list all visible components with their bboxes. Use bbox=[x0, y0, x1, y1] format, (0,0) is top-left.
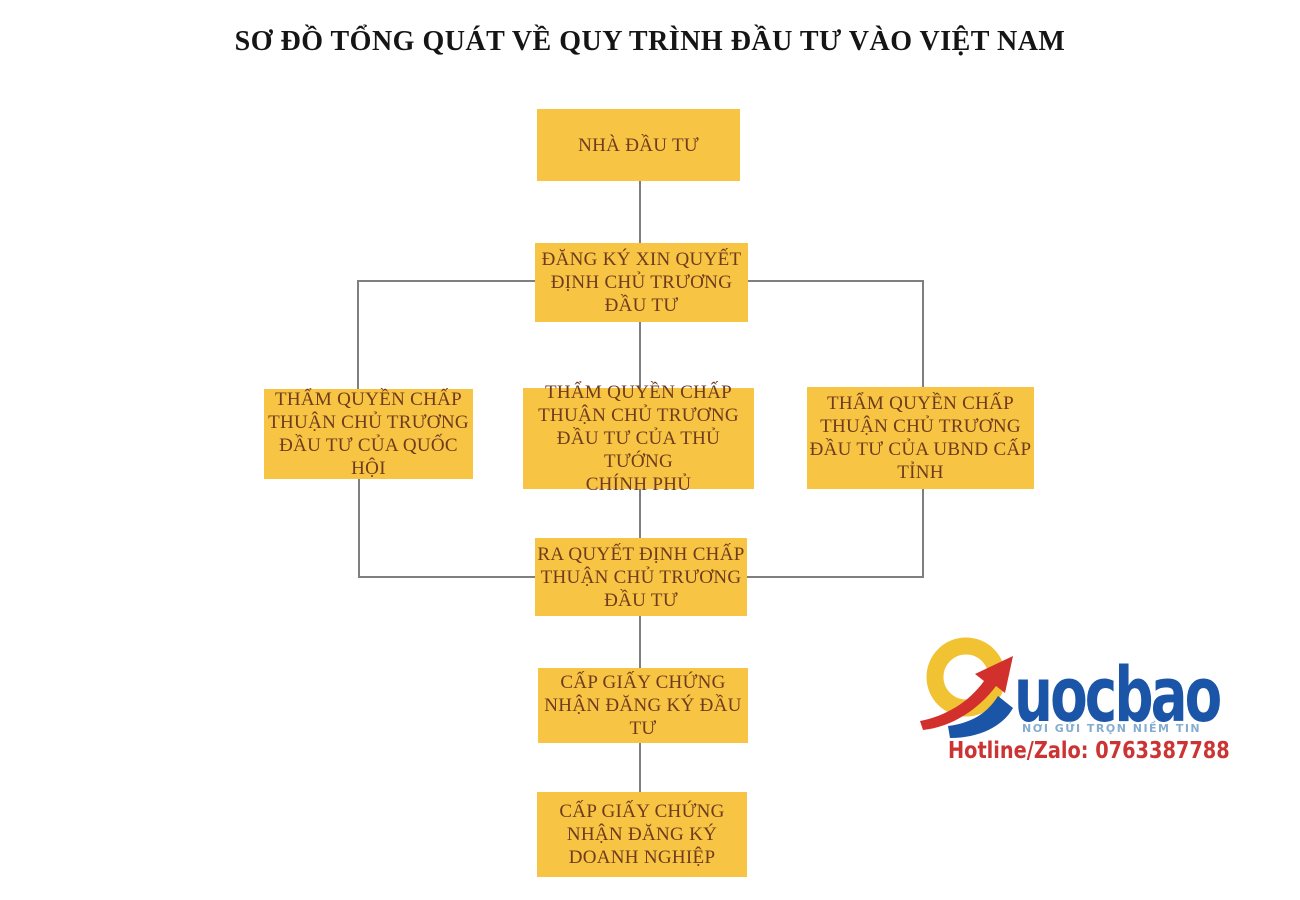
connector-segment bbox=[747, 576, 924, 578]
node-line: THUẬN CHỦ TRƯƠNG bbox=[820, 416, 1021, 437]
diagram-title: SƠ ĐỒ TỔNG QUÁT VỀ QUY TRÌNH ĐẦU TƯ VÀO … bbox=[234, 26, 1066, 57]
node-line: RA QUYẾT ĐỊNH CHẤP bbox=[537, 543, 745, 565]
flow-node-tham-quyen-quoc-hoi: THẨM QUYỀN CHẤP THUẬN CHỦ TRƯƠNG ĐẦU TƯ … bbox=[264, 389, 473, 479]
flow-node-cap-gcn-dang-ky-dau-tu: CẤP GIẤY CHỨNG NHẬN ĐĂNG KÝ ĐẦU TƯ bbox=[538, 668, 748, 743]
connector-segment bbox=[639, 743, 641, 792]
node-line: THUẬN CHỦ TRƯƠNG bbox=[540, 566, 742, 588]
flow-node-tham-quyen-thu-tuong: THẨM QUYỀN CHẤP THUẬN CHỦ TRƯƠNG ĐẦU TƯ … bbox=[523, 382, 754, 495]
q-arrow-logo-icon bbox=[920, 637, 1013, 738]
connector-segment bbox=[357, 280, 535, 282]
node-line: CHÍNH PHỦ bbox=[585, 474, 692, 495]
node-line: TƯ bbox=[629, 718, 657, 739]
node-line: NHẬN ĐĂNG KÝ bbox=[566, 824, 718, 845]
flow-node-dang-ky-xin-quyet-dinh: ĐĂNG KÝ XIN QUYẾT ĐỊNH CHỦ TRƯƠNG ĐẦU TƯ bbox=[535, 243, 748, 322]
connector-segment bbox=[357, 280, 359, 389]
connector-segment bbox=[639, 616, 641, 668]
node-line: TỈNH bbox=[897, 462, 944, 483]
connector-segment bbox=[922, 489, 924, 578]
node-line: NHÀ ĐẦU TƯ bbox=[578, 134, 699, 156]
connector-segment bbox=[639, 322, 641, 388]
node-line: ĐẦU TƯ bbox=[604, 589, 678, 611]
node-line: ĐẦU TƯ bbox=[604, 295, 679, 316]
node-line: ĐỊNH CHỦ TRƯƠNG bbox=[550, 272, 733, 293]
node-line: CẤP GIẤY CHỨNG bbox=[559, 801, 725, 822]
connector-segment bbox=[639, 181, 641, 243]
node-line: CẤP GIẤY CHỨNG bbox=[560, 672, 726, 693]
quocbao-logo: uocbao NƠI GỬI TRỌN NIỀM TIN Hotline/Zal… bbox=[918, 636, 1230, 776]
node-line: ĐẦU TƯ CỦA QUỐC HỘI bbox=[279, 435, 458, 479]
node-line: THẨM QUYỀN CHẤP bbox=[274, 389, 463, 410]
logo-wordmark: uocbao bbox=[1014, 650, 1222, 739]
node-line: THẨM QUYỀN CHẤP bbox=[826, 393, 1015, 414]
connector-segment bbox=[358, 479, 360, 578]
node-line: THUẬN CHỦ TRƯƠNG bbox=[268, 412, 469, 433]
node-line: THUẬN CHỦ TRƯƠNG bbox=[538, 405, 739, 426]
logo-tagline: NƠI GỬI TRỌN NIỀM TIN bbox=[1022, 722, 1202, 735]
node-line: NHẬN ĐĂNG KÝ ĐẦU bbox=[544, 695, 742, 716]
node-line: ĐẦU TƯ CỦA THỦ TƯỚNG bbox=[556, 428, 721, 472]
connector-segment bbox=[358, 576, 535, 578]
node-line: THẨM QUYỀN CHẤP bbox=[544, 382, 733, 403]
hotline-zalo-number: Hotline/Zalo: 0763387788 bbox=[948, 738, 1230, 764]
flow-node-ra-quyet-dinh: RA QUYẾT ĐỊNH CHẤP THUẬN CHỦ TRƯƠNG ĐẦU … bbox=[535, 538, 747, 616]
node-line: ĐẦU TƯ CỦA UBND CẤP bbox=[809, 439, 1032, 460]
flow-node-tham-quyen-ubnd: THẨM QUYỀN CHẤP THUẬN CHỦ TRƯƠNG ĐẦU TƯ … bbox=[807, 387, 1034, 489]
flow-node-nha-dau-tu: NHÀ ĐẦU TƯ bbox=[537, 109, 740, 181]
connector-segment bbox=[922, 280, 924, 387]
connector-segment bbox=[639, 489, 641, 538]
connector-segment bbox=[748, 280, 924, 282]
flow-node-cap-gcn-dang-ky-doanh-nghiep: CẤP GIẤY CHỨNG NHẬN ĐĂNG KÝ DOANH NGHIỆP bbox=[537, 792, 747, 877]
node-line: ĐĂNG KÝ XIN QUYẾT bbox=[541, 249, 742, 270]
node-line: DOANH NGHIỆP bbox=[568, 847, 716, 868]
